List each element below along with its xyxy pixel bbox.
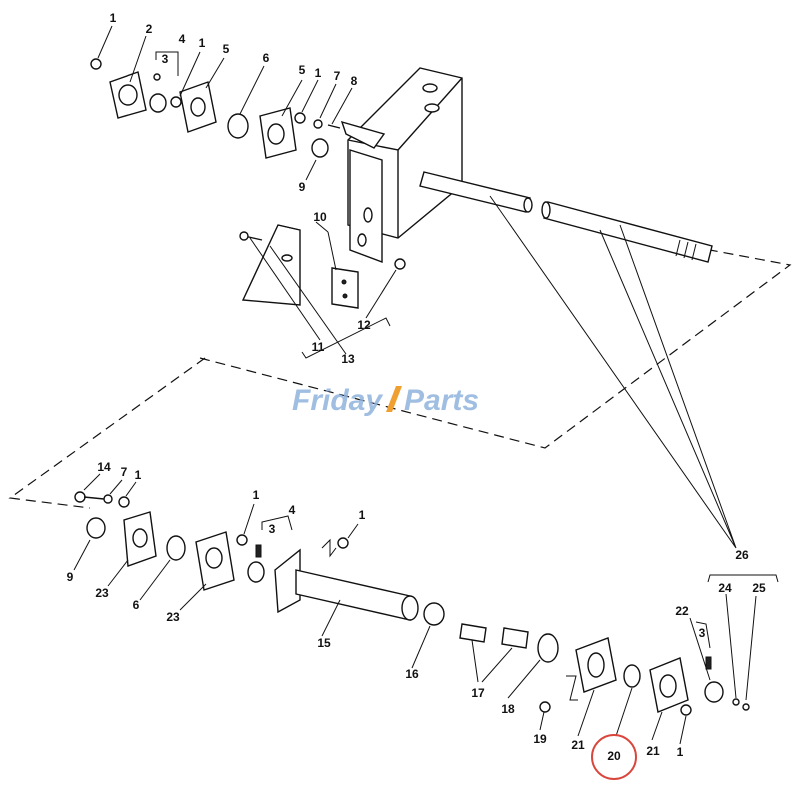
callout-21: 21: [571, 738, 585, 752]
callout-23: 23: [95, 586, 109, 600]
upper-shaft: [419, 171, 713, 263]
spacer-plate: [331, 267, 359, 309]
bracket-11-13: [301, 317, 391, 359]
callout-19: 19: [533, 732, 547, 746]
callout-9: 9: [299, 180, 306, 194]
leader-26: [489, 195, 737, 549]
callout-7: 7: [334, 69, 341, 83]
callout-21: 21: [646, 744, 660, 758]
callout-5: 5: [299, 63, 306, 77]
bracket-10: [327, 231, 337, 271]
bracket-3-4-top: [155, 51, 179, 76]
callout-3: 3: [699, 626, 706, 640]
bracket-17: [471, 639, 513, 683]
callout-12: 12: [357, 318, 371, 332]
callout-4: 4: [179, 32, 186, 46]
callout-13: 13: [341, 352, 355, 366]
callout-26: 26: [735, 548, 749, 562]
watermark-logo: Friday Parts: [292, 384, 479, 417]
callout-1: 1: [315, 66, 322, 80]
callout-2: 2: [146, 22, 153, 36]
callout-1: 1: [199, 36, 206, 50]
callout-1: 1: [359, 508, 366, 522]
callout-11: 11: [312, 340, 325, 354]
callout-4: 4: [289, 503, 296, 517]
callout-8: 8: [351, 74, 358, 88]
leader-lines: [73, 25, 757, 745]
highlight-circle: [591, 734, 637, 780]
callout-3: 3: [269, 522, 276, 536]
callout-10: 10: [313, 210, 327, 224]
callout-6: 6: [263, 51, 270, 65]
callout-20: 20: [607, 749, 621, 763]
bracket-3-4-low: [261, 515, 293, 531]
callout-1: 1: [677, 745, 684, 759]
callout-24: 24: [718, 581, 732, 595]
callout-25: 25: [752, 581, 766, 595]
dashed-outline: [8, 249, 792, 509]
bracket-26: [707, 574, 779, 583]
callout-1: 1: [253, 488, 260, 502]
callout-18: 18: [501, 702, 515, 716]
lower-left-parts: [74, 491, 265, 591]
callout-16: 16: [405, 667, 419, 681]
main-tube: [274, 537, 419, 621]
frame-bracket: [347, 67, 463, 264]
callout-9: 9: [67, 570, 74, 584]
mounting-plate: [239, 224, 301, 306]
callout-3: 3: [162, 52, 169, 66]
callout-15: 15: [317, 636, 331, 650]
callout-14: 14: [97, 460, 111, 474]
callout-5: 5: [223, 42, 230, 56]
callout-1: 1: [135, 468, 142, 482]
svg-text:Friday: Friday: [292, 384, 383, 417]
upper-flange-row: [90, 58, 386, 159]
callout-7: 7: [121, 465, 128, 479]
callout-1: 1: [110, 11, 117, 25]
callout-6: 6: [133, 598, 140, 612]
callout-17: 17: [471, 686, 485, 700]
lower-right-parts: [423, 602, 750, 716]
svg-text:Parts: Parts: [404, 384, 479, 417]
nut-12: [394, 258, 406, 270]
callout-22: 22: [675, 604, 689, 618]
bracket-22-3: [695, 621, 711, 649]
callout-labels: 1 2 4 3 1 5 6 5 1 7 8 9 10 12 11 13 14 7…: [67, 11, 766, 763]
callout-23: 23: [166, 610, 180, 624]
